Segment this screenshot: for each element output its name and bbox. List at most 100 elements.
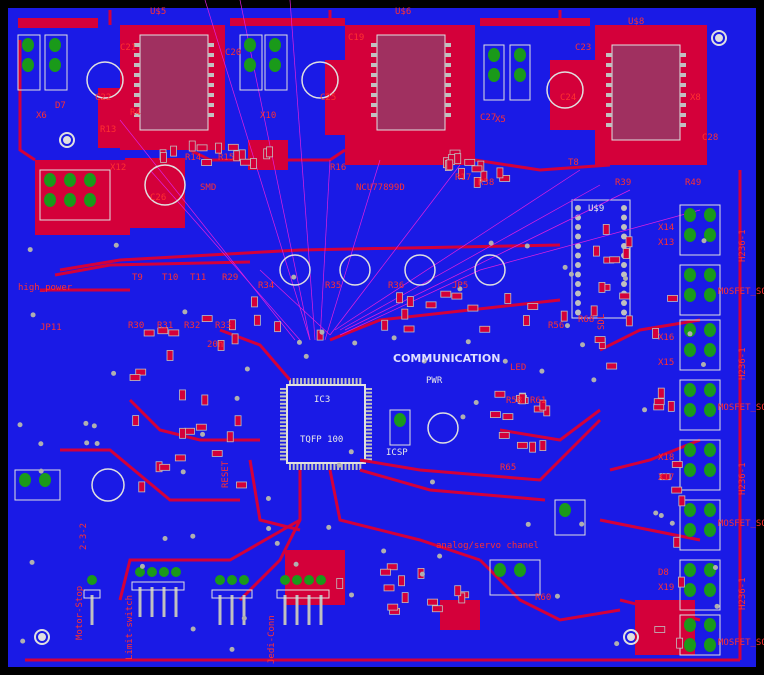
chip-pin xyxy=(371,83,377,87)
header-pad xyxy=(239,575,249,585)
chip-pin xyxy=(134,53,140,57)
smd-pad xyxy=(143,329,155,337)
chip-pin xyxy=(326,378,328,384)
component-ref: LED xyxy=(510,363,526,373)
via xyxy=(562,264,568,270)
component-ref: R32 xyxy=(184,321,200,331)
header-pin xyxy=(90,595,94,625)
capacitor xyxy=(86,61,124,99)
smd-pad xyxy=(518,393,526,405)
via xyxy=(190,626,196,632)
chip-pin xyxy=(300,378,303,384)
connector-pad xyxy=(49,58,61,72)
connector-outline xyxy=(264,34,288,91)
component-ref: X8 xyxy=(690,93,701,103)
chip-pin xyxy=(344,464,347,470)
smd-pad xyxy=(602,224,610,235)
via xyxy=(244,366,250,372)
connector-pad xyxy=(64,173,76,187)
chip-pin xyxy=(280,458,286,461)
smd-pad xyxy=(211,450,223,457)
via xyxy=(568,271,574,277)
capacitor xyxy=(91,468,125,502)
chip-pin xyxy=(366,439,372,442)
component-ref: R34 xyxy=(258,281,274,291)
chip-pin xyxy=(366,458,372,461)
connector-pad xyxy=(704,563,716,577)
connector-outline xyxy=(679,319,721,371)
via xyxy=(293,561,299,567)
smd-pad xyxy=(504,293,512,304)
via xyxy=(229,646,235,652)
capacitor xyxy=(546,71,584,109)
mosfet-label: MOSFET_SO xyxy=(718,519,764,529)
via xyxy=(525,521,531,527)
component-ref: R17 xyxy=(455,173,471,183)
smd-pad xyxy=(157,327,169,335)
connector-outline xyxy=(489,559,541,596)
smd-pad xyxy=(677,576,685,588)
via xyxy=(91,423,97,429)
smd-pad xyxy=(593,245,600,257)
chip-pin xyxy=(366,402,372,405)
chip-pin xyxy=(621,281,627,287)
via xyxy=(83,420,89,426)
h236-label: H236-1 xyxy=(738,462,748,495)
connector-pad xyxy=(684,403,696,417)
chip-pin xyxy=(575,290,581,297)
smd-pad xyxy=(336,578,344,589)
component-ref: X19 xyxy=(658,583,674,593)
chip-pin xyxy=(134,113,140,117)
motor-stop-label: Motor-Stop xyxy=(75,586,85,640)
reset-label: RESET xyxy=(221,460,231,488)
chip-pin xyxy=(280,428,286,431)
smd-pad xyxy=(480,170,488,182)
via xyxy=(349,592,355,598)
chip-pin xyxy=(208,63,214,67)
via xyxy=(30,312,36,318)
icsp-label: ICSP xyxy=(386,448,408,458)
smd-pad xyxy=(494,390,506,398)
chip-pin xyxy=(575,205,581,211)
component-ref: C26 xyxy=(150,193,166,203)
component-ref: R16 xyxy=(330,163,346,173)
chip-pin xyxy=(303,464,306,470)
smd-pad xyxy=(250,158,257,169)
smd-pad xyxy=(234,415,242,427)
connector-outline xyxy=(679,379,721,431)
chip-pin xyxy=(371,93,377,97)
capacitor xyxy=(474,254,506,286)
smd-pad xyxy=(217,340,225,351)
via xyxy=(437,553,443,559)
via xyxy=(564,323,570,329)
component-ref: T10 xyxy=(162,273,178,283)
smd-pad xyxy=(609,256,621,264)
chip-pin xyxy=(680,63,686,67)
chip-pin xyxy=(351,378,354,384)
smd-pad xyxy=(657,387,665,399)
connector-pad xyxy=(684,288,696,302)
component-ref: R38 xyxy=(478,178,494,188)
chip-pin xyxy=(621,262,627,268)
smd-pad xyxy=(527,303,539,310)
smd-pad xyxy=(201,315,213,322)
connector-outline xyxy=(44,34,68,91)
chip-pin xyxy=(280,402,286,405)
via xyxy=(27,247,33,253)
via xyxy=(20,638,26,644)
connector-pad xyxy=(39,473,51,487)
connector-pad xyxy=(704,523,716,537)
chip-pin xyxy=(445,83,451,87)
chip-pin xyxy=(355,464,358,470)
component-ref: R61 xyxy=(530,396,546,406)
header-pad xyxy=(304,575,314,585)
via xyxy=(539,368,545,374)
smd-pad xyxy=(274,321,281,333)
smd-pad xyxy=(625,236,633,248)
smd-pad xyxy=(387,603,399,611)
connector-pad xyxy=(704,463,716,477)
smd-pad xyxy=(398,575,406,587)
connector-pad xyxy=(269,58,281,72)
chip-ref: U$9 xyxy=(588,204,604,214)
smd-pad xyxy=(253,314,261,326)
